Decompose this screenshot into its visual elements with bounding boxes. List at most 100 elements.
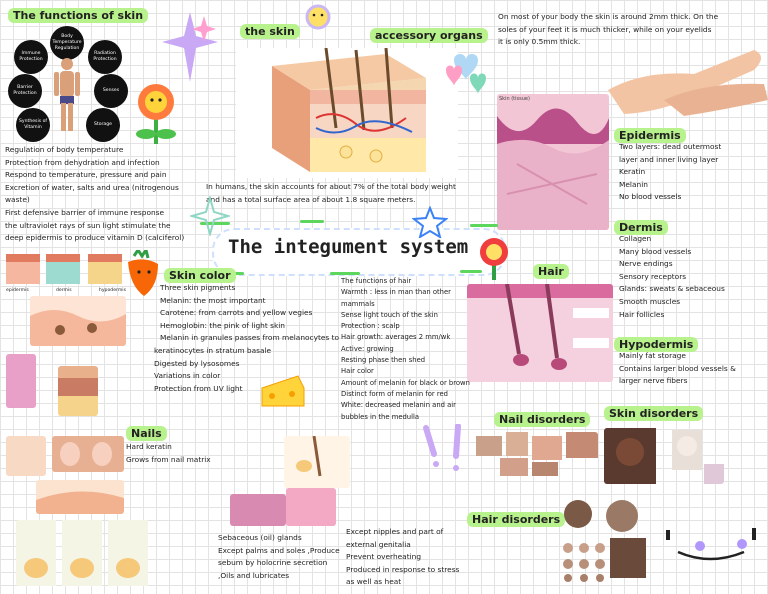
sebaceous-item: Sebaceous (oil) glands <box>218 533 302 542</box>
epidermis-item: No blood vessels <box>619 192 682 202</box>
functions-diagram: Body Temperature Regulation Immune Prote… <box>8 26 128 142</box>
sweat-item: Produced in response to stress <box>346 564 460 574</box>
function-item: First defensive barrier of immune respon… <box>5 207 165 217</box>
epidermis-item: Two layers: dead outermost <box>619 142 722 151</box>
vitamin-bubble: Synthesis of Vitamin <box>16 108 50 142</box>
hair-item: Active: growing <box>341 344 394 353</box>
body-temp-bubble: Body Temperature Regulation <box>50 26 84 60</box>
percent-line: In humans, the skin accounts for about 7… <box>206 182 456 191</box>
skin-block-image <box>58 366 98 416</box>
accessory-title: accessory organs <box>370 28 488 43</box>
hair-item: Sense light touch of the skin <box>341 310 438 319</box>
sweat-item: Prevent overheating <box>346 552 422 562</box>
dermis-list: Collagen Many blood vessels Nerve ending… <box>619 233 764 321</box>
dermis-item: Hair follicles <box>619 309 665 319</box>
skin-color-item: keratinocytes in stratum basale <box>154 345 272 355</box>
percent-note: In humans, the skin accounts for about 7… <box>206 181 496 206</box>
sparkle-icon <box>162 12 218 82</box>
hair-item: Hair color <box>341 367 374 376</box>
hair-item: mammals <box>341 299 375 308</box>
skin-color-item: Melanin: the most important <box>160 295 266 305</box>
sebaceous-item: sebum by holocrine secretion <box>218 558 328 568</box>
barrier-bubble: Barrier Protection <box>8 74 42 108</box>
gland-types-diagram <box>16 520 150 586</box>
hair-item: Warmth : less in man than other <box>341 288 451 297</box>
dermis-title: Dermis <box>614 220 668 235</box>
exclamation-icon <box>423 424 461 471</box>
skin-color-list: Three skin pigments Melanin: the most im… <box>154 282 344 395</box>
epidermis-item: Melanin <box>619 179 648 189</box>
skin-color-item: Digested by lysosomes <box>154 358 240 368</box>
dermis-item: Glands: sweats & sebaceous <box>619 284 725 294</box>
skin-layer-labels: epidermis dermis hypodermis <box>6 288 126 293</box>
nails-list: Hard keratin Grows from nail matrix <box>126 441 236 466</box>
skin-color-item: Hemoglobin: the pink of light skin <box>160 320 285 330</box>
function-item: Protection from dehydration and infectio… <box>5 157 160 167</box>
hair-item: Hair growth: averages 2 mm/wk <box>341 333 451 342</box>
thickness-line: On most of your body the skin is around … <box>498 12 719 21</box>
function-item: deep epidermis to produce vitamin D (cal… <box>5 233 185 243</box>
skin-layer-images <box>4 252 124 294</box>
skin-disorders-title: Skin disorders <box>604 406 704 421</box>
hair-title: Hair <box>533 264 569 279</box>
hair-item: bubbles in the medulla <box>341 412 420 421</box>
sebaceous-item: Except palms and soles ,Produce <box>218 545 340 555</box>
sweat-gland-micrograph <box>286 488 336 526</box>
hypodermis-item: Contains larger blood vessels & <box>619 363 736 373</box>
function-item: Regulation of body temperature <box>5 145 124 154</box>
human-figure-icon <box>54 58 80 131</box>
layer-label: epidermis <box>6 288 29 293</box>
immune-bubble: Immune Protection <box>14 40 48 74</box>
hair-item: The functions of hair <box>341 277 412 285</box>
skin-color-item: Melanin in granules passes from melanocy… <box>160 333 340 343</box>
carrot-icon <box>128 250 158 296</box>
dermis-item: Sensory receptors <box>619 271 687 281</box>
sebaceous-micrograph <box>230 494 286 526</box>
dermis-item: Collagen <box>619 234 652 243</box>
skin-title: the skin <box>240 24 300 39</box>
flower-icon <box>136 84 176 144</box>
hair-item: Distinct form of melanin for red <box>341 389 448 398</box>
storage-bubble: Storage <box>86 108 120 142</box>
hair-item: Amount of melanin for black or brown <box>341 378 470 387</box>
hypodermis-title: Hypodermis <box>614 337 699 352</box>
nail-photo <box>52 436 124 472</box>
hair-list: The functions of hair Warmth : less in m… <box>341 276 471 423</box>
hair-gland-diagram <box>284 436 350 488</box>
function-item: Respond to temperature, pressure and pai… <box>5 170 167 180</box>
melanocyte-diagram <box>30 296 126 346</box>
nail-disorders-title: Nail disorders <box>494 412 591 427</box>
main-title: The integument system <box>228 236 469 258</box>
epidermis-item: Keratin <box>619 167 646 177</box>
sweat-item: as well as heat <box>346 577 402 587</box>
epidermis-item: layer and inner living layer <box>619 154 719 164</box>
hair-follicle-diagram <box>467 284 613 382</box>
nails-item: Grows from nail matrix <box>126 454 211 464</box>
layer-label: dermis <box>55 288 72 293</box>
hair-disorders-images <box>558 498 648 582</box>
dermis-item: Nerve endings <box>619 259 673 269</box>
skin-color-item: Protection from UV light <box>154 383 243 393</box>
thickness-note: On most of your body the skin is around … <box>498 11 760 49</box>
hair-item: Resting phase then shed <box>341 356 426 365</box>
hypodermis-item: Mainly fat storage <box>619 351 686 360</box>
functions-title: The functions of skin <box>8 8 149 23</box>
blue-star-icon <box>412 206 448 238</box>
nail-section-diagram <box>36 480 124 514</box>
dermis-item: Many blood vessels <box>619 246 692 256</box>
function-item: waste) <box>5 195 30 205</box>
sweat-list: Except nipples and part of external geni… <box>346 526 466 589</box>
thickness-line: it is only 0.5mm thick. <box>498 37 581 47</box>
sweat-item: external genitalia <box>346 539 411 549</box>
percent-line: and has a total surface area of about 1.… <box>206 194 416 204</box>
skin-color-item: Carotene: from carrots and yellow vegies <box>160 308 313 318</box>
function-item: the ultraviolet rays of sun light stimul… <box>5 220 171 230</box>
nails-title: Nails <box>126 426 167 441</box>
skin-cross-section-diagram <box>236 48 458 178</box>
micrograph-label: Skin (tissue) <box>499 96 530 102</box>
star-doodle-icon <box>190 196 230 236</box>
thickness-line: soles of your feet it is much thicker, w… <box>498 24 712 34</box>
cheese-icon <box>261 375 305 407</box>
functions-list: Regulation of body temperature Protectio… <box>5 144 220 245</box>
smiley-face-icon <box>666 528 756 561</box>
